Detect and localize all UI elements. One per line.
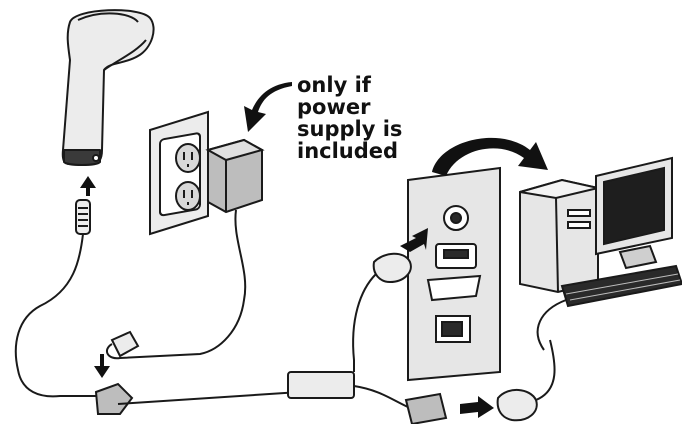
down-arrow-icon: [94, 354, 110, 378]
ps2-female-connector-icon: [498, 340, 555, 420]
right-arrow-icon: [460, 396, 494, 418]
up-arrow-icon: [80, 176, 96, 196]
ps2-plug-icon: [353, 254, 411, 372]
power-outlet-icon: [150, 112, 208, 234]
callout-arrow-icon: [244, 82, 292, 132]
monitor-icon: [596, 158, 672, 268]
computer-back-panel-icon: [408, 168, 500, 380]
scanner-cable: [16, 200, 100, 396]
ferrite-choke: [288, 372, 410, 408]
cable-junction: [96, 332, 300, 414]
power-adapter-icon: [208, 140, 262, 212]
ps2-connector-icon: [406, 394, 446, 424]
desktop-computer-icon: [520, 180, 598, 292]
barcode-scanner-icon: [63, 10, 154, 165]
keyboard-cable: [538, 300, 566, 350]
